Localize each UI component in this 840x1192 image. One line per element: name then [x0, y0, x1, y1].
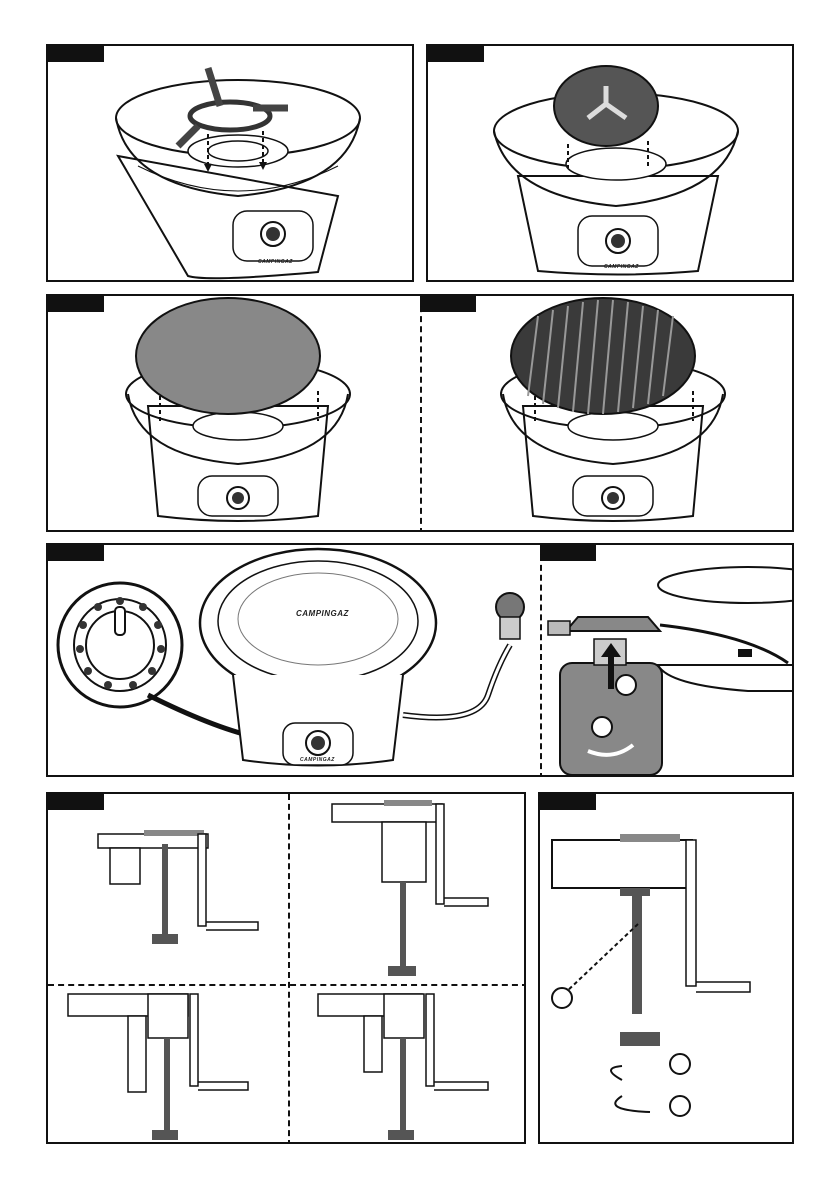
- figure-1-panel: CAMPINGAZ: [46, 44, 414, 282]
- figure-5-6-panel: CAMPINGAZ CAMPINGAZ: [46, 543, 794, 777]
- figure-5-6-illustration: [48, 545, 794, 777]
- figure-2-illustration: [428, 46, 794, 282]
- figure-7-panel: [46, 792, 526, 1144]
- brand-logo-small: CAMPINGAZ: [300, 757, 335, 763]
- figure-3-4-panel: [46, 294, 794, 532]
- figure-1-illustration: [48, 46, 414, 282]
- figure-8-panel: [538, 792, 794, 1144]
- figure-2-panel: CAMPINGAZ: [426, 44, 794, 282]
- figure-8-illustration: [540, 794, 794, 1144]
- figure-7-illustration: [48, 794, 526, 1144]
- brand-logo-small: CAMPINGAZ: [604, 264, 639, 270]
- figure-3-4-illustration: [48, 296, 794, 532]
- brand-logo-small: CAMPINGAZ: [258, 259, 293, 265]
- brand-logo-large: CAMPINGAZ: [296, 609, 349, 618]
